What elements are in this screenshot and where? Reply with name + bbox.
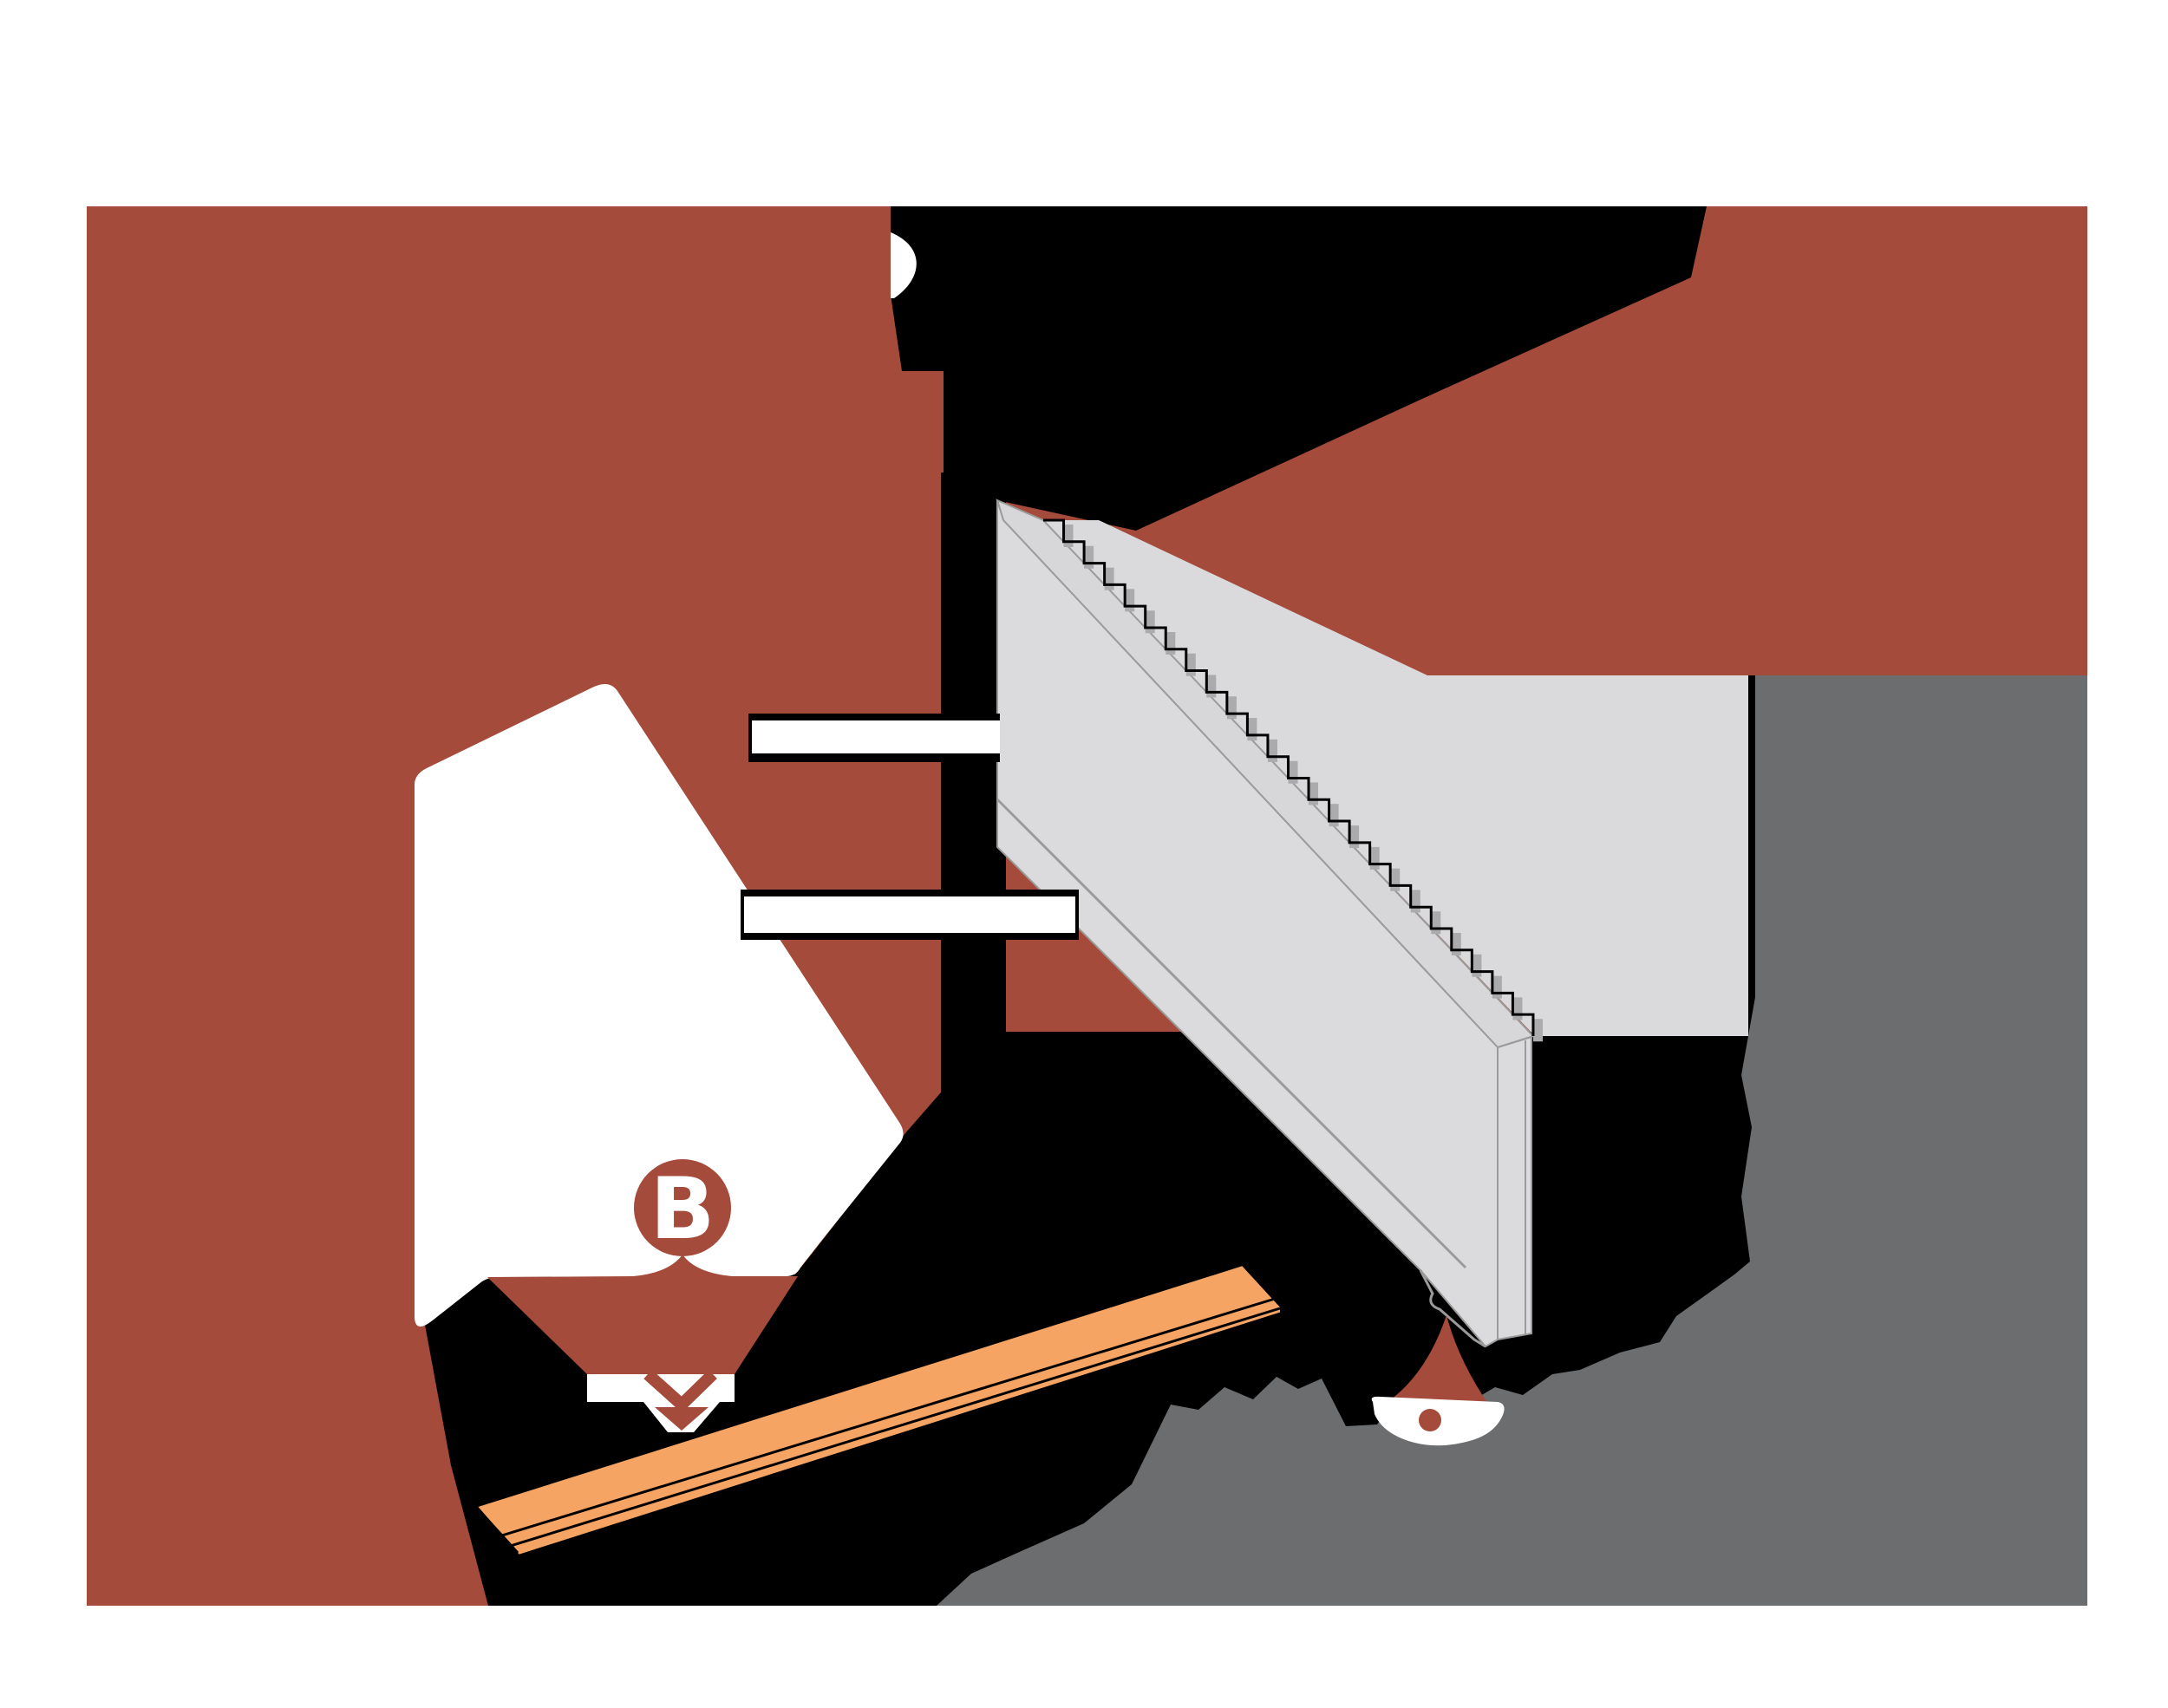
cleat-extrusion <box>996 499 1543 1348</box>
b-callout-funnel <box>487 1255 798 1374</box>
tab-lower-face <box>744 896 1075 933</box>
serrated-edge <box>1043 518 1535 1036</box>
tab-upper-face <box>752 720 1000 753</box>
flange-tab-upper <box>748 714 1000 762</box>
crescent-highlight <box>891 232 917 298</box>
pin-triangle-icon <box>1388 1315 1490 1406</box>
front-face-groove <box>996 798 1467 1269</box>
arrow-down-icon <box>655 1407 709 1431</box>
callout-white-blob <box>415 683 904 1327</box>
furring-strip <box>473 1262 1283 1558</box>
bottom-lip-profile <box>1419 1269 1486 1348</box>
upper-shadow-wedge <box>891 206 1707 531</box>
strip-edge-line-2 <box>490 1307 1281 1554</box>
arrow-chevron-icon <box>643 1369 717 1413</box>
torn-paper-region <box>937 675 2087 1606</box>
b-badge: B <box>634 1159 731 1259</box>
wall-panel <box>1043 520 1748 1036</box>
b-badge-label: B <box>650 1160 715 1259</box>
b-badge-circle <box>634 1159 731 1256</box>
strip-endcap-line <box>473 1504 519 1555</box>
panel-cut-line <box>1748 675 1755 1040</box>
pin-dot-icon <box>1419 1409 1441 1431</box>
pin-marker <box>1371 1315 1505 1446</box>
serration-teeth <box>1063 525 1543 1042</box>
strip-edge-line-1 <box>481 1297 1276 1543</box>
flange-tab-lower <box>741 890 1079 940</box>
cleat-end-face <box>1497 1035 1532 1341</box>
